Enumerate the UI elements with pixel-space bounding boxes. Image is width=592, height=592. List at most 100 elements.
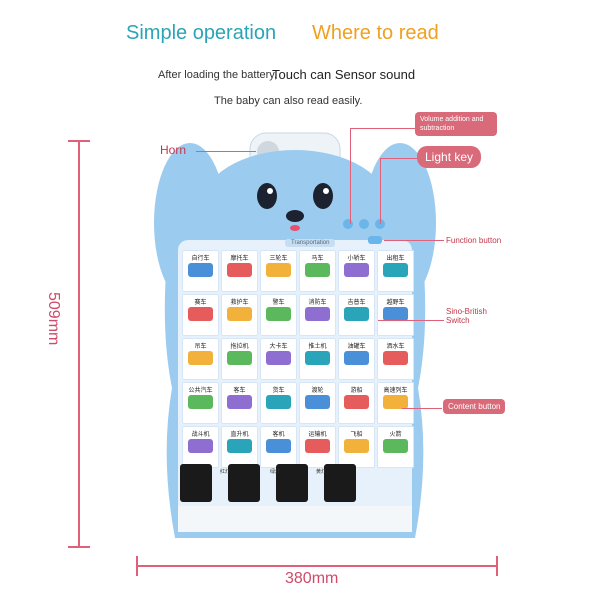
vehicle-image bbox=[304, 351, 331, 365]
horn-label: Horn bbox=[160, 143, 187, 157]
function-pointer bbox=[384, 240, 444, 241]
content-pointer bbox=[402, 408, 442, 409]
vehicle-label: 三轮车 bbox=[269, 256, 288, 262]
vehicle-image bbox=[265, 439, 292, 453]
vehicle-label: 洒水车 bbox=[386, 344, 405, 350]
vehicle-label: 公共汽车 bbox=[188, 388, 213, 394]
vehicle-cell[interactable]: 吊车 bbox=[182, 338, 219, 380]
height-dimension-label: 509mm bbox=[45, 292, 62, 346]
subtitle-line1b: Touch can Sensor sound bbox=[272, 67, 416, 82]
vehicle-cell[interactable]: 赛车 bbox=[182, 294, 219, 336]
vehicle-cell[interactable]: 货车 bbox=[260, 382, 297, 424]
vehicle-cell[interactable]: 三轮车 bbox=[260, 250, 297, 292]
traffic-light-1[interactable] bbox=[180, 464, 212, 502]
height-dimension-cap-top bbox=[68, 140, 90, 142]
light-key-callout: Light key bbox=[417, 146, 482, 168]
vehicle-label: 推土机 bbox=[308, 344, 327, 350]
mascot-head bbox=[200, 150, 390, 266]
vehicle-cell[interactable]: 飞船 bbox=[338, 426, 375, 468]
vehicle-cell[interactable]: 自行车 bbox=[182, 250, 219, 292]
vehicle-cell[interactable]: 客机 bbox=[260, 426, 297, 468]
height-dimension-cap-bottom bbox=[68, 546, 90, 548]
vehicle-cell[interactable]: 公共汽车 bbox=[182, 382, 219, 424]
vehicle-cell[interactable]: 消防车 bbox=[299, 294, 336, 336]
traffic-light-label-red: 红灯 bbox=[220, 469, 231, 475]
width-dimension-label: 380mm bbox=[285, 570, 339, 587]
vehicle-image bbox=[226, 351, 253, 365]
traffic-light-3[interactable] bbox=[276, 464, 308, 502]
vehicle-label: 飞船 bbox=[350, 432, 363, 438]
vehicle-cell[interactable]: 游船 bbox=[338, 382, 375, 424]
width-dimension-cap-right bbox=[496, 556, 498, 576]
vehicle-label: 警车 bbox=[272, 300, 285, 306]
volume-down-button bbox=[343, 219, 353, 229]
vehicle-cell[interactable]: 推土机 bbox=[299, 338, 336, 380]
vehicle-label: 出租车 bbox=[386, 256, 405, 262]
horn-pointer bbox=[196, 151, 256, 152]
vehicle-cell[interactable]: 马车 bbox=[299, 250, 336, 292]
vehicle-image bbox=[343, 395, 370, 409]
width-dimension-cap-left bbox=[136, 556, 138, 576]
width-dimension-line bbox=[136, 565, 498, 567]
vehicle-image bbox=[265, 307, 292, 321]
vehicle-cell[interactable]: 小轿车 bbox=[338, 250, 375, 292]
vehicle-cell[interactable]: 油罐车 bbox=[338, 338, 375, 380]
light-button bbox=[375, 219, 385, 229]
function-button bbox=[368, 236, 382, 244]
traffic-light-label-yellow: 黄灯 bbox=[316, 469, 327, 475]
vehicle-label: 战斗机 bbox=[191, 432, 210, 438]
volume-pointer-drop bbox=[350, 128, 351, 224]
vehicle-cell[interactable]: 摩托车 bbox=[221, 250, 258, 292]
vehicle-cell[interactable]: 吉普车 bbox=[338, 294, 375, 336]
vehicle-label: 越野车 bbox=[386, 300, 405, 306]
vehicle-cell[interactable]: 出租车 bbox=[377, 250, 414, 292]
vehicle-image bbox=[304, 307, 331, 321]
vehicle-label: 大卡车 bbox=[269, 344, 288, 350]
vehicle-cell[interactable]: 越野车 bbox=[377, 294, 414, 336]
vehicle-label: 吊车 bbox=[194, 344, 207, 350]
vehicle-cell[interactable]: 战斗机 bbox=[182, 426, 219, 468]
traffic-light-label-green: 绿灯 bbox=[270, 469, 281, 475]
volume-callout: Volume addition and subtraction bbox=[415, 112, 497, 136]
subtitle-line2: The baby can also read easily. bbox=[214, 95, 363, 107]
headline-left: Simple operation bbox=[126, 22, 277, 44]
height-dimension-line bbox=[78, 140, 80, 548]
function-callout: Function button bbox=[446, 236, 502, 245]
traffic-light-4[interactable] bbox=[324, 464, 356, 502]
vehicle-cell[interactable]: 渡轮 bbox=[299, 382, 336, 424]
vehicle-image bbox=[343, 263, 370, 277]
vehicle-cell[interactable]: 拖拉机 bbox=[221, 338, 258, 380]
traffic-light-2[interactable] bbox=[228, 464, 260, 502]
vehicle-cell[interactable]: 高速列车 bbox=[377, 382, 414, 424]
vehicle-image bbox=[343, 307, 370, 321]
vehicle-cell[interactable]: 客车 bbox=[221, 382, 258, 424]
vehicle-cell[interactable]: 直升机 bbox=[221, 426, 258, 468]
vehicle-image bbox=[187, 395, 214, 409]
vehicle-image bbox=[226, 307, 253, 321]
vehicle-cell[interactable]: 火箭 bbox=[377, 426, 414, 468]
volume-up-button bbox=[359, 219, 369, 229]
vehicle-image bbox=[226, 395, 253, 409]
vehicle-cell[interactable]: 运输机 bbox=[299, 426, 336, 468]
vehicle-image bbox=[382, 263, 409, 277]
vehicle-cell[interactable]: 救护车 bbox=[221, 294, 258, 336]
instructions-panel bbox=[178, 506, 412, 532]
vehicle-image bbox=[304, 263, 331, 277]
poster-title: Transportation bbox=[285, 239, 336, 247]
traffic-light-row: 红灯 绿灯 黄灯 bbox=[180, 464, 410, 504]
vehicle-image bbox=[187, 351, 214, 365]
vehicle-label: 渡轮 bbox=[311, 388, 324, 394]
vehicle-cell[interactable]: 大卡车 bbox=[260, 338, 297, 380]
vehicle-image bbox=[343, 439, 370, 453]
vehicle-image bbox=[187, 263, 214, 277]
light-pointer-drop bbox=[380, 158, 381, 224]
light-pointer bbox=[380, 158, 417, 159]
vehicle-cell[interactable]: 洒水车 bbox=[377, 338, 414, 380]
vehicle-label: 摩托车 bbox=[230, 256, 249, 262]
vehicle-image bbox=[265, 263, 292, 277]
vehicle-image bbox=[343, 351, 370, 365]
volume-pointer bbox=[350, 128, 415, 129]
vehicle-label: 消防车 bbox=[308, 300, 327, 306]
vehicle-label: 救护车 bbox=[230, 300, 249, 306]
vehicle-cell[interactable]: 警车 bbox=[260, 294, 297, 336]
